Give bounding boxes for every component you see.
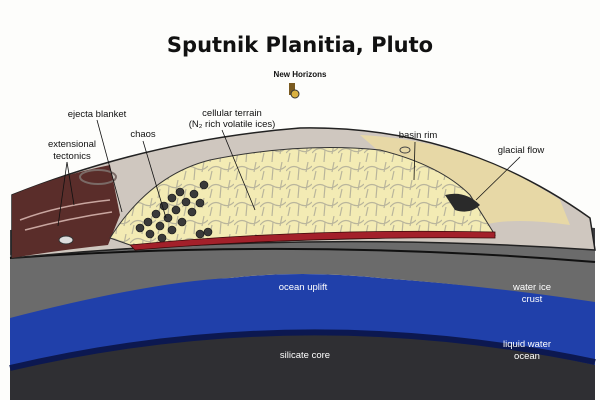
silicate-core-label: silicate core	[280, 350, 330, 361]
chaos-label: chaos	[130, 129, 156, 140]
diagram-title: Sputnik Planitia, Pluto	[167, 33, 433, 57]
spacecraft-label: New Horizons	[274, 70, 327, 79]
water-ice-crust-label-1: water ice	[512, 282, 551, 293]
liquid-water-ocean-label-1: liquid water	[503, 339, 551, 350]
glacial-flow	[445, 193, 480, 212]
extensional-tectonics-region	[12, 165, 120, 258]
red-layer	[129, 230, 496, 251]
leader-lines	[57, 119, 521, 227]
extensional-tectonics-label-2: tectonics	[53, 151, 91, 162]
extensional-tectonics-label-1: extensional	[48, 139, 96, 150]
chaos-blocks	[135, 180, 213, 243]
cellular-terrain-label-1: cellular terrain	[202, 108, 262, 119]
cellular-terrain-label-2: (N₂ rich volatile ices)	[189, 119, 276, 130]
liquid-water-ocean-label-2: ocean	[514, 351, 540, 362]
liquid-water-ocean	[10, 274, 595, 368]
cellular-terrain	[109, 147, 496, 246]
new-horizons-spacecraft-icon	[289, 83, 300, 99]
ejecta-blanket-label: ejecta blanket	[68, 109, 127, 120]
ocean-uplift-label: ocean uplift	[279, 282, 328, 293]
glacial-flow-label: glacial flow	[498, 145, 545, 156]
water-ice-crust-label-2: crust	[522, 294, 543, 305]
water-ice-crust	[10, 226, 595, 318]
basin-rim-label: basin rim	[399, 130, 438, 141]
